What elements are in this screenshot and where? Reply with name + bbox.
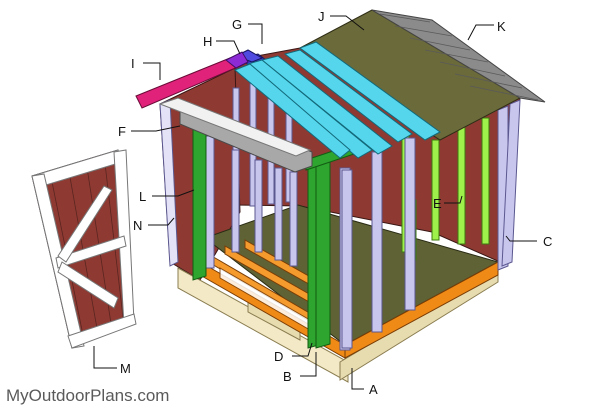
watermark-text: MyOutdoorPlans.com [6, 386, 169, 405]
label-j: J [318, 9, 325, 24]
label-n: N [133, 218, 142, 233]
label-i: I [131, 56, 135, 71]
label-b: B [283, 369, 292, 384]
label-k: K [497, 19, 506, 34]
label-e: E [433, 196, 442, 211]
label-l: L [139, 189, 146, 204]
leader-lines [93, 15, 537, 390]
label-a: A [369, 382, 378, 397]
gable-fascia-tip [225, 51, 249, 69]
rafters [234, 41, 441, 159]
front-top-plate [158, 97, 312, 157]
label-g: G [232, 17, 242, 32]
label-m: M [120, 361, 131, 376]
label-d: D [274, 349, 283, 364]
shed-door [31, 149, 137, 349]
shingle-lines [379, 13, 539, 101]
label-f: F [118, 124, 126, 139]
callout-labels: A B C D E F G H I J K L M N [118, 9, 552, 397]
right-wall-studs [497, 99, 521, 271]
door-frame-green [192, 123, 361, 349]
label-h: H [203, 34, 212, 49]
label-c: C [543, 234, 552, 249]
